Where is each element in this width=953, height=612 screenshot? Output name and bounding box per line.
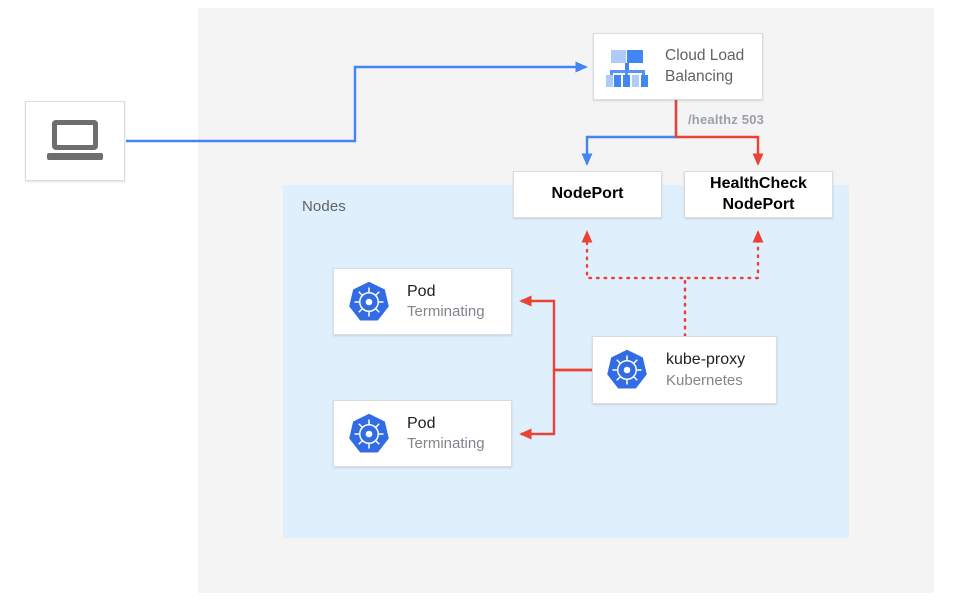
nodeport-label: NodePort — [551, 185, 624, 203]
kube-proxy-title: kube-proxy — [666, 351, 746, 369]
client-node[interactable] — [25, 101, 125, 181]
pod-2-title: Pod — [407, 414, 436, 432]
kubernetes-icon — [349, 281, 389, 320]
cloud-load-balancing-node[interactable]: Cloud Load Balancing — [593, 33, 763, 100]
cloud-load-balancing-title-line2: Balancing — [665, 67, 734, 85]
laptop-screen — [52, 120, 98, 150]
laptop-icon — [47, 120, 103, 162]
kubernetes-icon — [607, 349, 647, 389]
healthz-edge-label: /healthz 503 — [688, 112, 765, 127]
pod-1-title: Pod — [407, 282, 436, 300]
pod-1-subtitle: Terminating — [407, 303, 485, 321]
pod-2-subtitle: Terminating — [407, 435, 485, 453]
healthcheck-nodeport-label-line1: HealthCheck — [710, 174, 807, 192]
kube-proxy-node[interactable]: kube-proxy Kubernetes — [592, 336, 777, 404]
nodes-panel-label: Nodes — [302, 198, 346, 215]
cloud-load-balancing-icon — [605, 47, 651, 87]
nodeport-node[interactable]: NodePort — [513, 171, 662, 218]
healthcheck-nodeport-label-line2: NodePort — [722, 195, 795, 213]
cloud-load-balancing-title-line1: Cloud Load — [665, 46, 745, 64]
laptop-base — [47, 153, 103, 160]
pod-node-1[interactable]: Pod Terminating — [333, 268, 512, 335]
pod-node-2[interactable]: Pod Terminating — [333, 400, 512, 467]
kube-proxy-subtitle: Kubernetes — [666, 371, 743, 389]
healthcheck-nodeport-node[interactable]: HealthCheck NodePort — [684, 171, 833, 218]
kubernetes-icon — [349, 413, 389, 452]
